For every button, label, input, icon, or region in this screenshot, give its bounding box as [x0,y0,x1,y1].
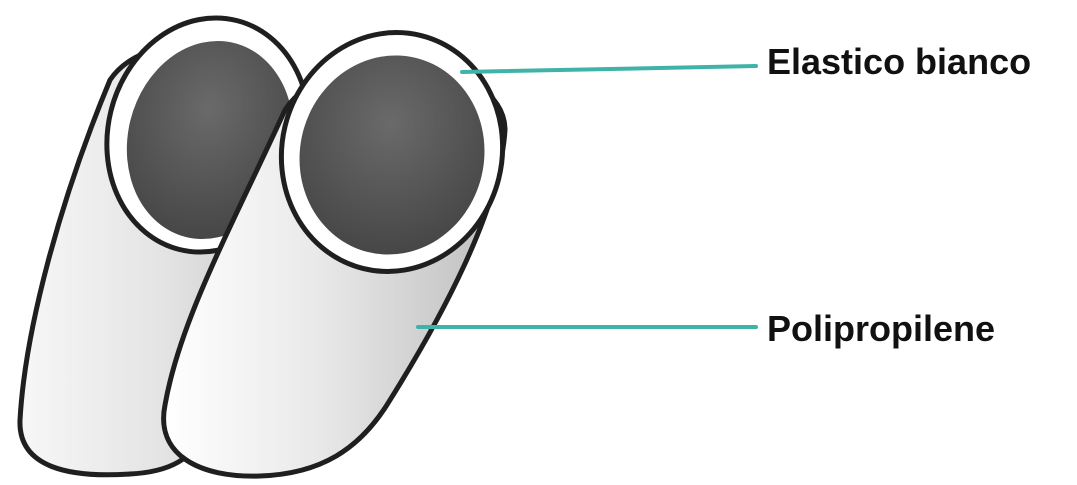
label-elastico-bianco: Elastico bianco [767,44,1031,80]
label-polipropilene: Polipropilene [767,311,995,347]
leader-line-elastic [462,66,756,72]
